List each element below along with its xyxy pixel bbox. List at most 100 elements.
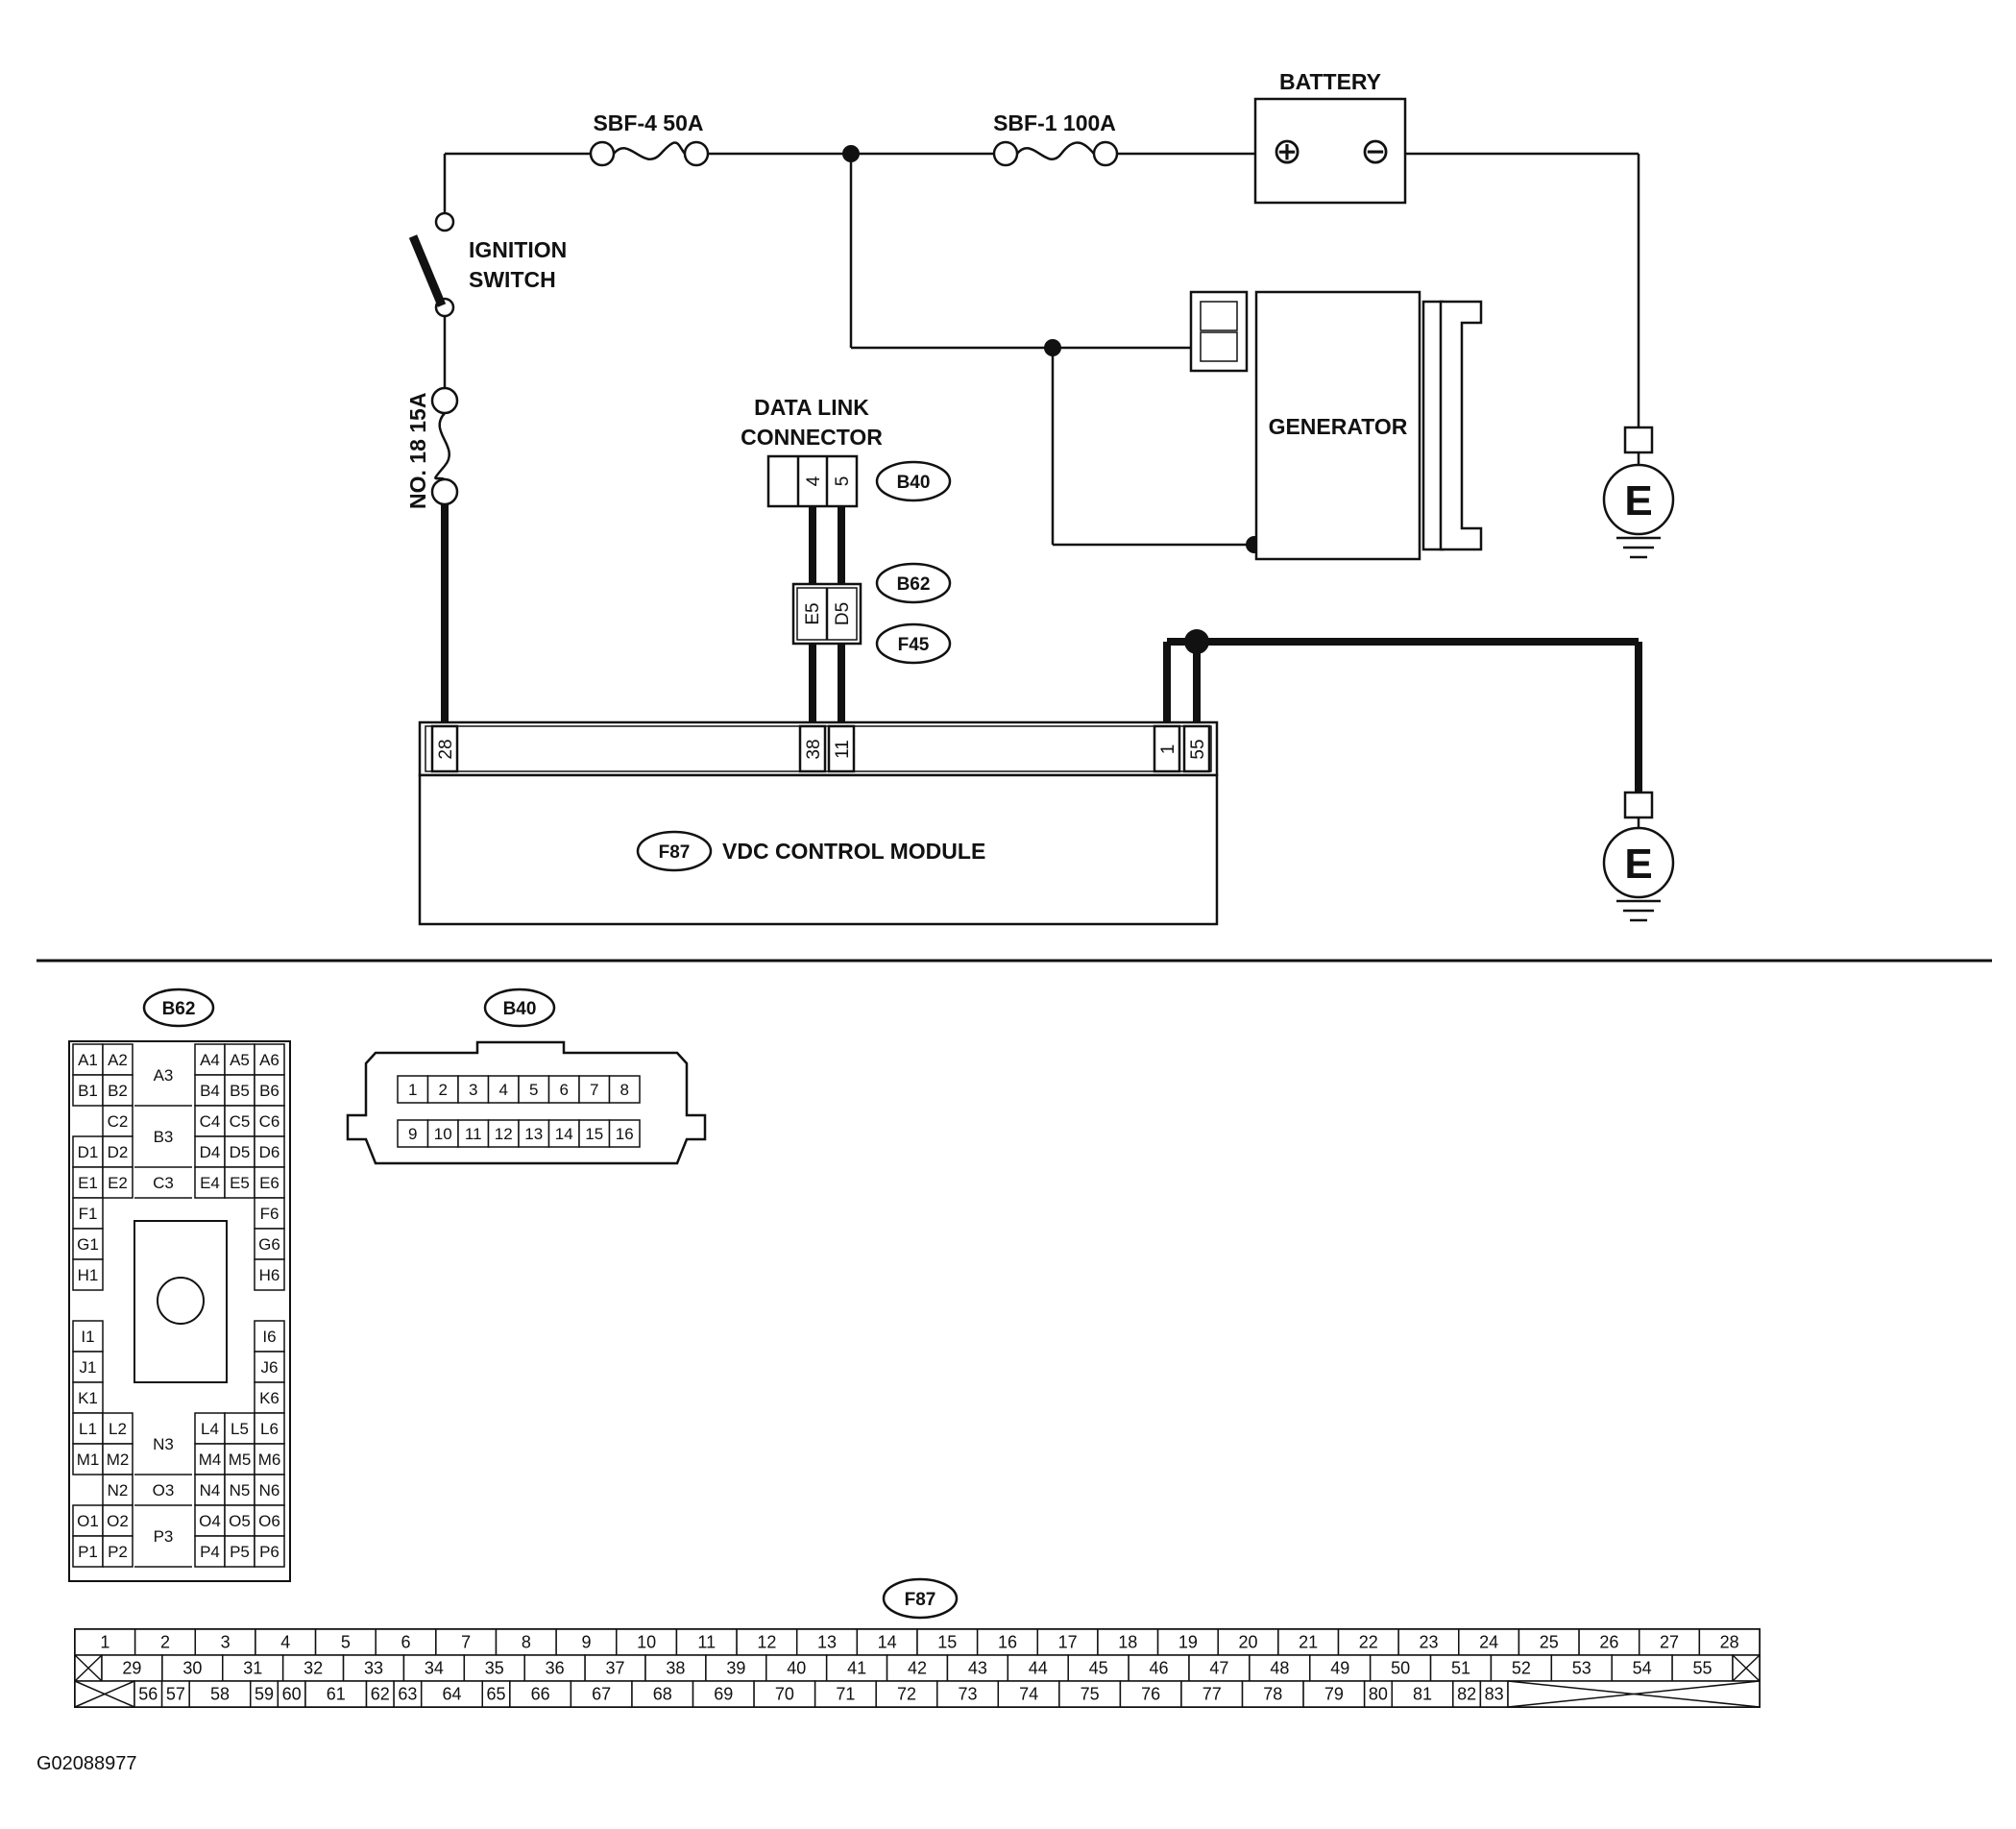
f87-pin-label: 57: [166, 1685, 185, 1704]
f87-pin: 21: [1277, 1628, 1340, 1656]
f87-pin: 79: [1302, 1680, 1366, 1708]
b62-pin: N2: [102, 1474, 134, 1506]
f87-pin-label: 21: [1299, 1633, 1318, 1652]
b62-pin: M2: [102, 1443, 134, 1475]
b62-pin-label: D2: [108, 1143, 129, 1161]
f87-pin: 24: [1458, 1628, 1520, 1656]
f87-pin-label: 16: [998, 1633, 1017, 1652]
f87-pin: 45: [1067, 1654, 1129, 1682]
b62-center-pin: A3: [154, 1066, 174, 1085]
battery-plus-icon: ⊕: [1272, 132, 1302, 172]
b62-pin-label: A5: [230, 1051, 250, 1069]
f87-pin-label: 20: [1239, 1633, 1258, 1652]
f87-pin: 54: [1611, 1654, 1673, 1682]
f87-pin: 1: [74, 1628, 136, 1656]
f87-pin-label: 73: [959, 1685, 978, 1704]
b62-pin: N6: [254, 1474, 285, 1506]
b62-pin-label: E2: [108, 1174, 128, 1192]
f87-pin: 68: [631, 1680, 694, 1708]
b62-pin: P5: [224, 1535, 255, 1568]
f87-pin: 52: [1490, 1654, 1553, 1682]
connector-badge-b62: [875, 562, 952, 604]
b62-pin-label: D4: [200, 1143, 221, 1161]
b62-center-pin: P3: [154, 1527, 174, 1546]
b62-pin: O5: [224, 1504, 255, 1537]
b62-pin: F1: [72, 1197, 104, 1230]
b62-pin-label: A4: [200, 1051, 220, 1069]
module-ground: E: [1602, 791, 1675, 922]
f87-pin: 41: [825, 1654, 888, 1682]
f87-pin: 38: [644, 1654, 707, 1682]
f87-pin: 69: [692, 1680, 755, 1708]
f87-pin: 20: [1217, 1628, 1279, 1656]
b40-pin-label: 14: [555, 1125, 573, 1143]
f87-pin: 17: [1036, 1628, 1099, 1656]
f87-pin-label: 52: [1512, 1659, 1531, 1678]
b62-pin: E5: [224, 1166, 255, 1199]
b62-pin-label: B1: [78, 1082, 98, 1100]
b40-pin-label: 2: [439, 1081, 448, 1099]
b62-pin-label: B2: [108, 1082, 128, 1100]
f87-pin: 48: [1249, 1654, 1311, 1682]
b62-pin-label: I1: [81, 1328, 94, 1346]
f87-pin-label: 7: [461, 1633, 471, 1652]
f87-pin: 71: [814, 1680, 877, 1708]
b62-pin-label: E5: [230, 1174, 250, 1192]
f87-pin-label: 41: [847, 1659, 866, 1678]
f87-pin: 19: [1156, 1628, 1219, 1656]
f87-blank-cavity: [1732, 1654, 1761, 1682]
b62-pin: L5: [224, 1412, 255, 1445]
b62-pin-label: L5: [231, 1420, 249, 1438]
f87-pin-label: 33: [364, 1659, 383, 1678]
b62-pin-label: J1: [80, 1358, 97, 1377]
f87-pin-label: 47: [1209, 1659, 1228, 1678]
f87-pin-label: 1: [100, 1633, 109, 1652]
b62-pin: D4: [194, 1135, 226, 1168]
ignition-label-2: SWITCH: [469, 267, 556, 292]
f87-pin: 28: [1698, 1628, 1761, 1656]
b62-pin-label: C6: [259, 1112, 280, 1131]
b40-pin-label: 11: [465, 1125, 482, 1143]
f87-pin-label: 3: [221, 1633, 231, 1652]
f87-pin-label: 37: [606, 1659, 625, 1678]
f87-pin: 44: [1007, 1654, 1069, 1682]
f87-pin: 60: [277, 1680, 306, 1708]
f87-pin: 83: [1479, 1680, 1509, 1708]
b62-pin: F6: [254, 1197, 285, 1230]
f87-pin-label: 39: [726, 1659, 745, 1678]
f87-pin: 15: [916, 1628, 979, 1656]
dlc-label-1: DATA LINK: [754, 395, 869, 420]
b40-pin-label: 9: [408, 1125, 417, 1143]
f87-pin: 63: [393, 1680, 423, 1708]
f87-pin-label: 50: [1391, 1659, 1410, 1678]
b62-pin-label: O1: [77, 1512, 99, 1530]
b62-pin: N5: [224, 1474, 255, 1506]
b62-pin: C5: [224, 1105, 255, 1137]
data-link-connector: [766, 454, 859, 508]
f87-pin: 53: [1550, 1654, 1613, 1682]
b62-pin: D1: [72, 1135, 104, 1168]
b62-pin-label: I6: [262, 1328, 276, 1346]
f87-pin: 36: [523, 1654, 586, 1682]
b62-pin: E2: [102, 1166, 134, 1199]
dlc-pin-4: 4: [804, 476, 824, 486]
b62-pin: H6: [254, 1258, 285, 1291]
b40-pin: 7: [578, 1075, 611, 1104]
f87-pin: 77: [1180, 1680, 1244, 1708]
f87-pin-label: 28: [1720, 1633, 1739, 1652]
f87-pin: 22: [1337, 1628, 1399, 1656]
f87-pin: 3: [194, 1628, 256, 1656]
connector-badge-b40-label: B40: [897, 473, 931, 493]
b62-pin: C6: [254, 1105, 285, 1137]
f87-pin: 8: [495, 1628, 557, 1656]
b40-pin: 13: [518, 1119, 550, 1148]
f87-pin: 11: [675, 1628, 738, 1656]
f87-pin: 70: [753, 1680, 816, 1708]
b40-pin: 15: [578, 1119, 611, 1148]
f87-pin-label: 31: [243, 1659, 262, 1678]
f87-pin-label: 51: [1451, 1659, 1470, 1678]
f87-pin: 4: [255, 1628, 317, 1656]
f87-pin: 65: [481, 1680, 511, 1708]
b62-pin-label: G6: [258, 1235, 280, 1254]
f87-pin-label: 36: [546, 1659, 565, 1678]
